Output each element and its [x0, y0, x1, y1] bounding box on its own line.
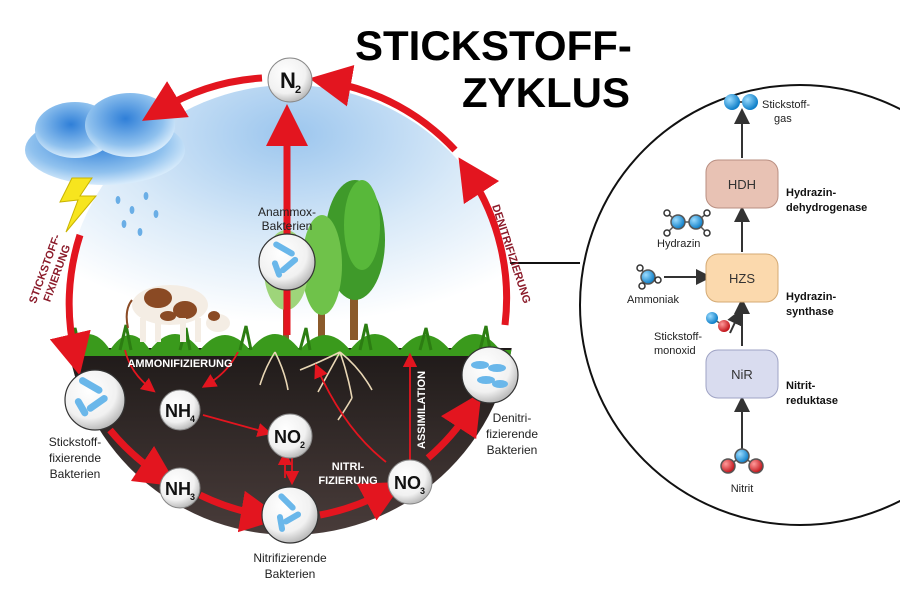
nitrification-label-1: NITRI-: [332, 461, 365, 473]
nitrite-label: Nitrit: [731, 483, 754, 495]
bacteria-nitrifying: [261, 486, 319, 544]
nitrification-label-2: FIZIERUNG: [318, 475, 377, 487]
anammox-label-1: Anammox-: [258, 205, 316, 219]
svg-text:NO: NO: [274, 427, 301, 447]
arrow-nitrifying-to-no3: [319, 482, 404, 521]
anammox-label-2: Bakterien: [262, 219, 313, 233]
molecule-nitrite: [720, 448, 764, 474]
molecule-ammonia: [636, 264, 662, 290]
enzyme-hdh-name-2: dehydrogenase: [786, 202, 867, 214]
svg-text:HZS: HZS: [729, 271, 755, 286]
arrow-denitrification: [458, 157, 511, 326]
molecule-nitric-oxide: [706, 312, 730, 332]
internal-arrows: [124, 349, 418, 486]
enzyme-hzs: HZS: [705, 253, 779, 303]
fixing-label-2: fixierende: [49, 451, 101, 465]
svg-text:HDH: HDH: [728, 177, 756, 192]
thunder-cloud: [25, 93, 185, 233]
compound-n2: N 2: [267, 57, 313, 103]
pathway-arrows: [664, 108, 750, 450]
arrow-n2-to-cloud: [142, 74, 263, 121]
svg-text:3: 3: [420, 486, 425, 496]
compound-nh3: NH 3: [159, 467, 201, 509]
ammonia-label: Ammoniak: [627, 294, 679, 306]
svg-text:2: 2: [300, 440, 305, 450]
nitric-oxide-label-2: monoxid: [654, 345, 696, 357]
rain-drops: [115, 192, 159, 236]
svg-text:4: 4: [190, 414, 195, 424]
title-line-1: STICKSTOFF-: [355, 22, 632, 69]
title-line-2: ZYKLUS: [462, 69, 630, 116]
ammonification-label: AMMONIFIZIERUNG: [127, 358, 232, 370]
bacteria-denitrifying: [461, 346, 519, 404]
svg-text:NiR: NiR: [731, 367, 753, 382]
denitrifying-label-3: Bakterien: [487, 443, 538, 457]
denitrifying-label-2: fizierende: [486, 427, 538, 441]
svg-text:2: 2: [295, 84, 301, 96]
nitric-oxide-label-1: Stickstoff-: [654, 331, 702, 343]
enzyme-nir-name-1: Nitrit-: [786, 380, 816, 392]
fixing-label-1: Stickstoff-: [49, 435, 101, 449]
bacteria-anammox: [258, 233, 316, 291]
enzyme-hzs-name-2: synthase: [786, 306, 834, 318]
svg-text:3: 3: [190, 492, 195, 502]
compound-no3: NO 3: [387, 459, 433, 505]
fixing-label-3: Bakterien: [50, 467, 101, 481]
nitrifying-label-2: Bakterien: [265, 567, 316, 581]
hydrazine-label: Hydrazin: [657, 238, 700, 250]
enzyme-hdh-name-1: Hydrazin-: [786, 187, 836, 199]
nitrifying-label-1: Nitrifizierende: [253, 551, 327, 565]
assimilation-label: ASSIMILATION: [416, 371, 428, 449]
arrow-fixing-to-nh3: [107, 427, 178, 487]
cycle-arrows: [49, 65, 511, 533]
enzyme-nir-name-2: reduktase: [786, 395, 838, 407]
svg-text:N: N: [280, 68, 296, 93]
roots: [259, 351, 373, 421]
enzyme-hdh: HDH: [705, 159, 779, 209]
svg-text:NO: NO: [394, 473, 421, 493]
arrow-to-n2: [309, 65, 458, 153]
cow: [125, 285, 230, 342]
nitrogen-gas-label-2: gas: [774, 113, 792, 125]
molecule-nitrogen-gas: [724, 94, 758, 110]
arrow-no3-to-denitrifying: [425, 392, 482, 461]
arrow-nh3-to-nitrifying: [198, 490, 283, 533]
nitrogen-gas-label-1: Stickstoff-: [762, 99, 810, 111]
compound-nh4: NH 4: [159, 389, 201, 431]
bacteria-fixing: [64, 369, 126, 431]
svg-text:NH: NH: [165, 479, 191, 499]
enzyme-nir: NiR: [705, 349, 779, 399]
grass: [65, 323, 515, 356]
svg-text:NH: NH: [165, 401, 191, 421]
molecule-hydrazine: [663, 209, 711, 237]
denitrifying-label-1: Denitri-: [493, 411, 532, 425]
arrow-fixation: [49, 233, 91, 376]
compound-no2: NO 2: [267, 413, 313, 459]
trees: [264, 180, 385, 340]
enzyme-hzs-name-1: Hydrazin-: [786, 291, 836, 303]
